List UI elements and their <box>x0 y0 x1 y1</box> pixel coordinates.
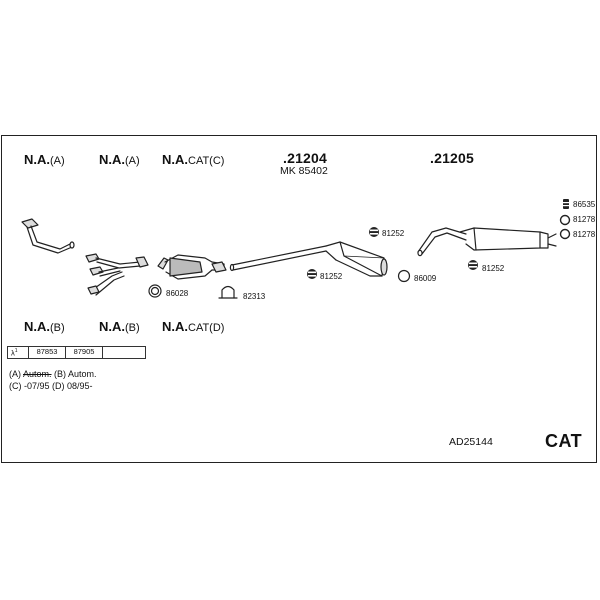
lambda-cell-1: 87853 <box>28 346 66 359</box>
note-line-1: (A) Autom. (B) Autom. <box>9 369 97 379</box>
rear-silencer-21205 <box>417 227 557 257</box>
front-pipe-a <box>21 218 75 254</box>
part-81252-c: 81252 <box>482 264 505 273</box>
part-81278-a: 81278 <box>573 215 596 224</box>
part-21204: .21204 <box>283 150 328 166</box>
part-86535: 86535 <box>573 200 596 209</box>
part-86028: 86028 <box>166 289 189 298</box>
ring-86028-inner <box>150 286 160 296</box>
mount-81252-c <box>468 260 478 270</box>
label-na-a-2: N.A.(A) <box>99 152 140 167</box>
part-81278-b: 81278 <box>573 230 596 239</box>
label-na-b-1: N.A.(B) <box>24 319 65 334</box>
ring-86009 <box>397 269 411 283</box>
label-na-a-1: N.A.(A) <box>24 152 65 167</box>
part-81252-b: 81252 <box>320 272 343 281</box>
part-21205: .21205 <box>430 150 475 166</box>
label-na-cat-c: N.A.CAT(C) <box>162 152 225 167</box>
label-na-cat-d: N.A.CAT(D) <box>162 319 225 334</box>
lambda-table: λ1 87853 87905 <box>7 346 146 359</box>
mount-86535 <box>563 199 569 209</box>
ring-81278-b <box>559 228 571 240</box>
note-line-2: (C) -07/95 (D) 08/95- <box>9 381 93 391</box>
part-81252-a: 81252 <box>382 229 405 238</box>
y-pipe-b <box>85 253 149 296</box>
cat-label: CAT <box>545 431 583 451</box>
label-na-b-2: N.A.(B) <box>99 319 140 334</box>
lambda-cell-3 <box>102 346 146 359</box>
ring-81278-a <box>559 214 571 226</box>
ring-86028 <box>148 284 162 298</box>
mk-85402: MK 85402 <box>280 165 328 177</box>
diagram-code: AD25144 <box>449 436 493 448</box>
middle-silencer-21204 <box>229 241 388 277</box>
diagram-frame <box>1 135 597 463</box>
rubber-mounts <box>307 199 569 279</box>
mount-81252-b <box>307 269 317 279</box>
part-86009: 86009 <box>414 274 437 283</box>
mount-81252-a <box>369 227 379 237</box>
clamp-82313 <box>218 285 238 299</box>
part-82313: 82313 <box>243 292 266 301</box>
catalytic-converter <box>157 254 227 280</box>
